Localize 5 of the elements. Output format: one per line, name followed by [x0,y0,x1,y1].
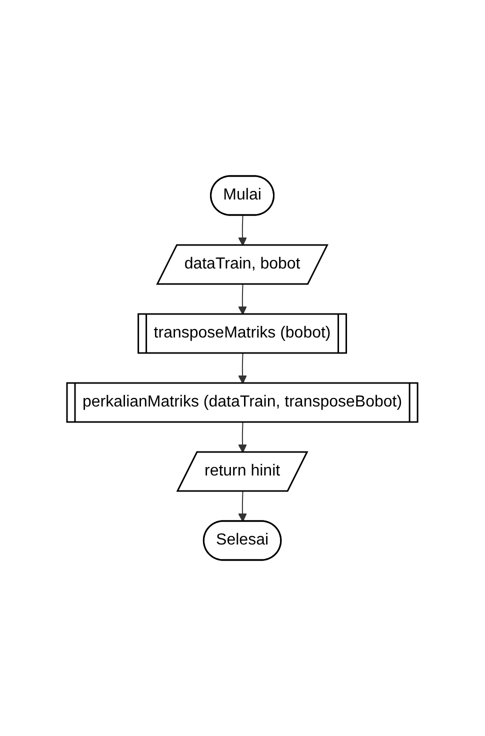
arrow [238,353,248,384]
arrow [238,422,248,453]
arrow [238,215,248,246]
arrow [238,491,248,522]
arrow [238,284,248,315]
